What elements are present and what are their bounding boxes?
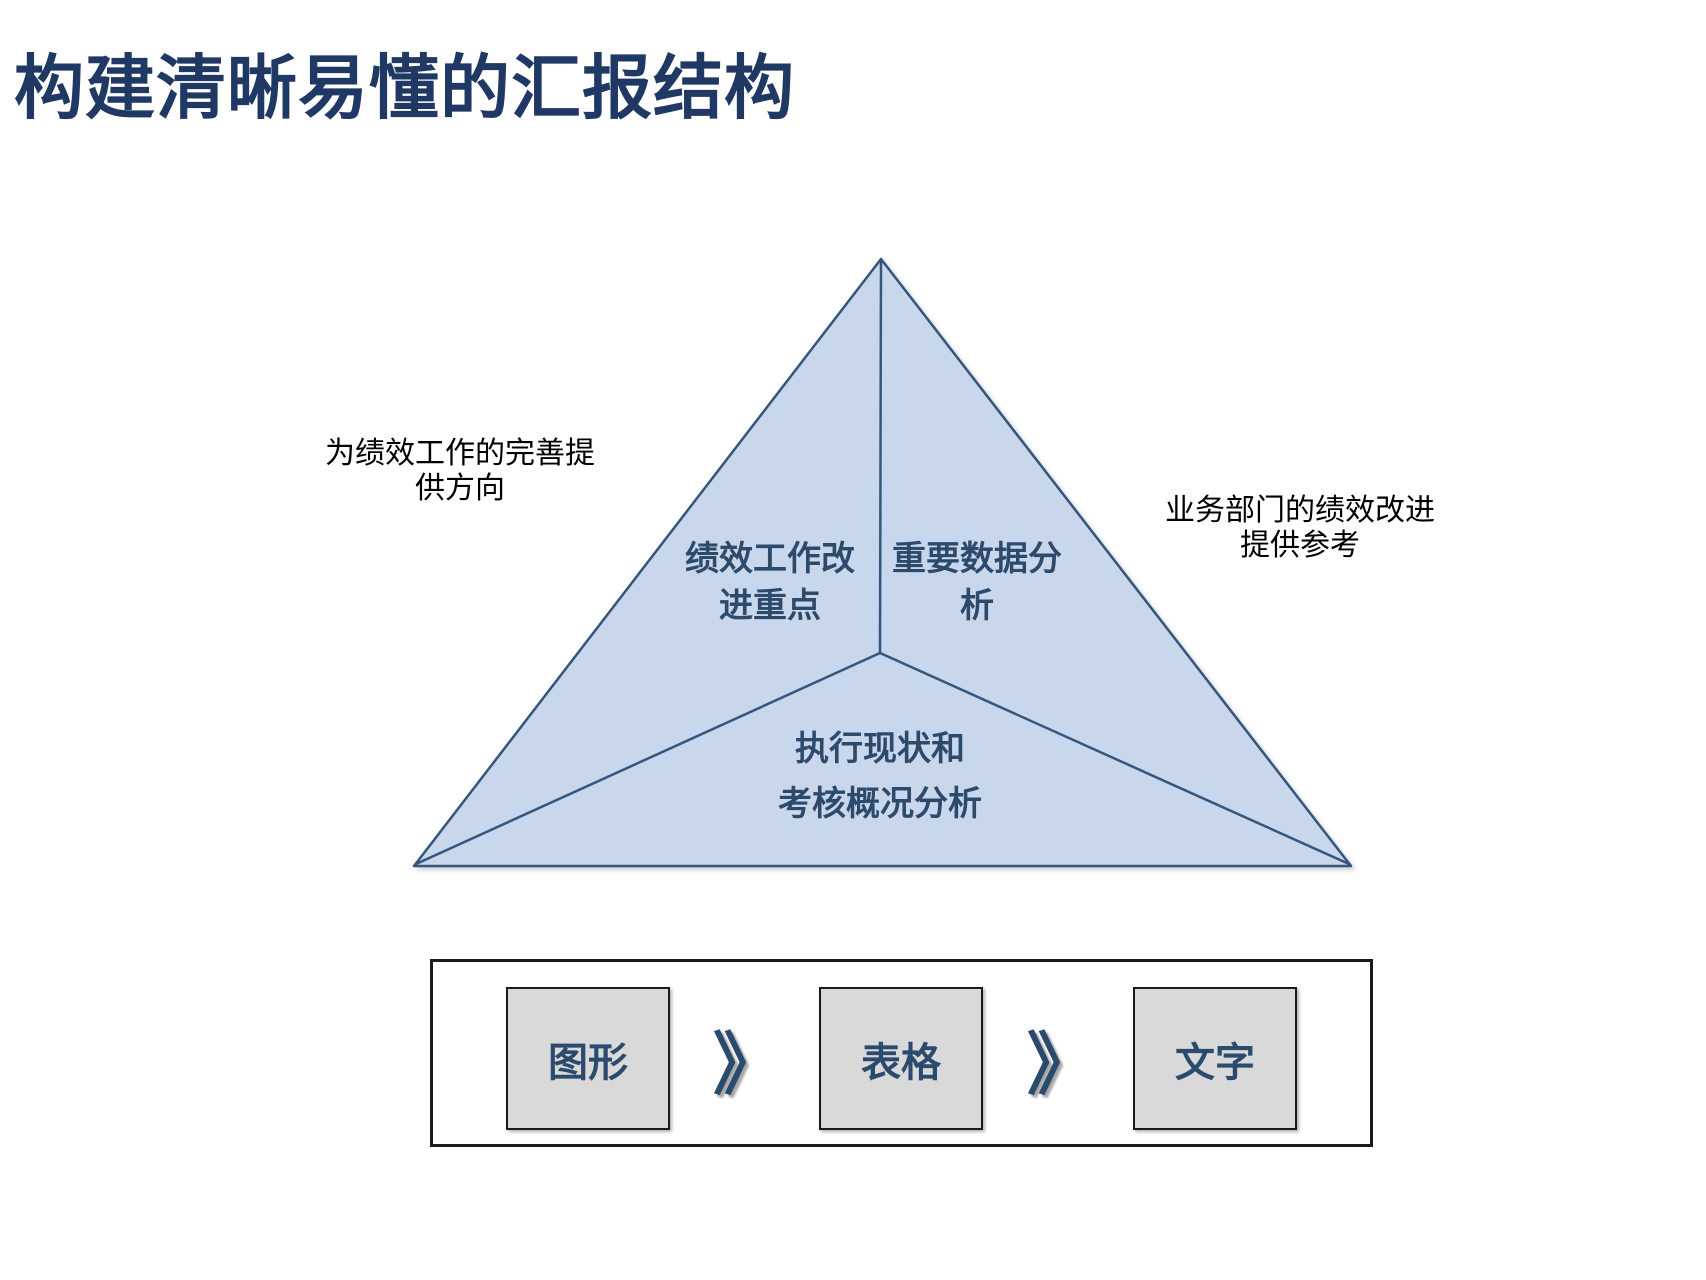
pyramid-divider-right — [878, 651, 1351, 866]
annotation-right: 业务部门的绩效改进 提供参考 — [1165, 493, 1435, 563]
page-title: 构建清晰易懂的汇报结构 — [14, 47, 795, 129]
pyramid-divider-left — [414, 651, 882, 866]
flow-step-table: 表格 — [819, 987, 983, 1130]
region-label-execution-status: 执行现状和 考核概况分析 — [778, 729, 982, 824]
flow-step-label: 表格 — [861, 1039, 941, 1086]
region-label-improvement-focus: 绩效工作改 进重点 — [685, 539, 855, 626]
pyramid-divider-vertical — [878, 259, 883, 655]
flow-step-text: 文字 — [1133, 987, 1297, 1130]
double-chevron-icon: 》 — [1026, 1025, 1095, 1105]
double-chevron-icon: 》 — [712, 1025, 781, 1105]
region-label-key-data-analysis: 重要数据分 析 — [892, 539, 1062, 626]
flow-step-label: 图形 — [548, 1039, 628, 1086]
pyramid-triangle — [412, 257, 1353, 868]
flow-step-label: 文字 — [1175, 1039, 1255, 1086]
flow-panel: 图形 》 表格 》 文字 — [430, 959, 1373, 1147]
annotation-left: 为绩效工作的完善提 供方向 — [325, 436, 595, 506]
flow-step-graphic: 图形 — [506, 987, 670, 1130]
